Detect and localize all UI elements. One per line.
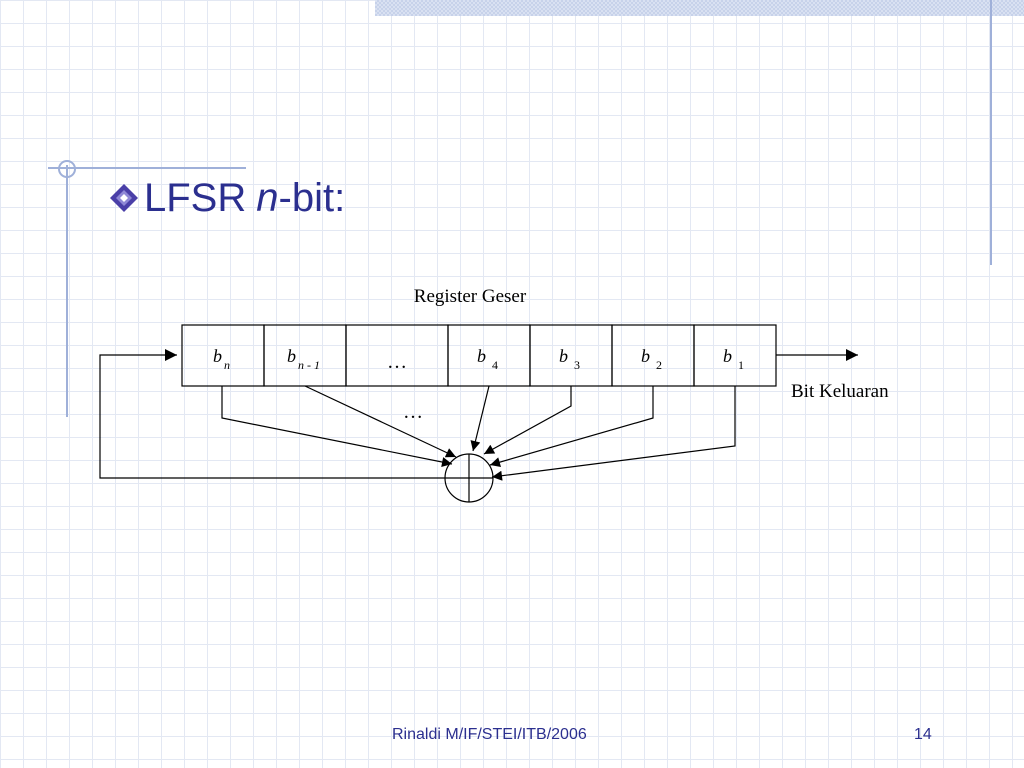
tap-b3 (483, 386, 572, 455)
cell-base: b (477, 346, 486, 366)
tap-b4 (470, 385, 490, 452)
cell-base: b (559, 346, 568, 366)
cell-base: … (387, 351, 407, 373)
title-prefix: LFSR (144, 176, 247, 220)
register-cell-bn: b n (181, 324, 265, 387)
cell-sub: 1 (738, 358, 744, 372)
register-cells: b n b n - 1 … b 4 b 3 b 2 b (181, 324, 777, 387)
cell-base: b (641, 346, 650, 366)
cell-base: b (287, 346, 296, 366)
title-variable: n (256, 176, 279, 220)
tap-ellipsis: … (403, 401, 423, 423)
cell-sub: 4 (492, 358, 498, 372)
tap-bn-1 (304, 385, 457, 458)
top-decorative-band (375, 0, 1024, 16)
decorative-vertical-line-left (66, 165, 68, 417)
xor-gate (444, 453, 494, 503)
cell-base: b (213, 346, 222, 366)
decorative-vertical-line-right (990, 0, 992, 265)
cell-sub: n - 1 (298, 358, 320, 372)
decorative-title-line (48, 167, 246, 169)
tap-bn (221, 386, 453, 467)
diamond-bullet-icon (110, 184, 138, 212)
cell-sub: 3 (574, 358, 580, 372)
title-suffix: -bit: (278, 176, 346, 220)
page-number: 14 (914, 726, 932, 743)
register-cell-b4: b 4 (447, 324, 531, 387)
register-label: Register Geser (414, 286, 527, 307)
cell-base: b (723, 346, 732, 366)
register-cell-b2: b 2 (611, 324, 695, 387)
slide-title: LFSR n -bit: (108, 174, 345, 222)
cell-sub: 2 (656, 358, 662, 372)
footer-author: Rinaldi M/IF/STEI/ITB/2006 (392, 726, 587, 743)
tap-lines (221, 385, 736, 481)
tap-b2 (489, 386, 654, 468)
output-label: Bit Keluaran (791, 381, 889, 402)
register-cell-b1: b 1 (693, 324, 777, 387)
register-cell-b3: b 3 (529, 324, 613, 387)
feedback-line (99, 349, 445, 479)
register-cell-ellipsis: … (345, 324, 449, 387)
register-cell-bn-1: b n - 1 (263, 324, 347, 387)
tap-b1 (491, 386, 736, 481)
decorative-circle (58, 160, 76, 178)
cell-sub: n (224, 358, 230, 372)
